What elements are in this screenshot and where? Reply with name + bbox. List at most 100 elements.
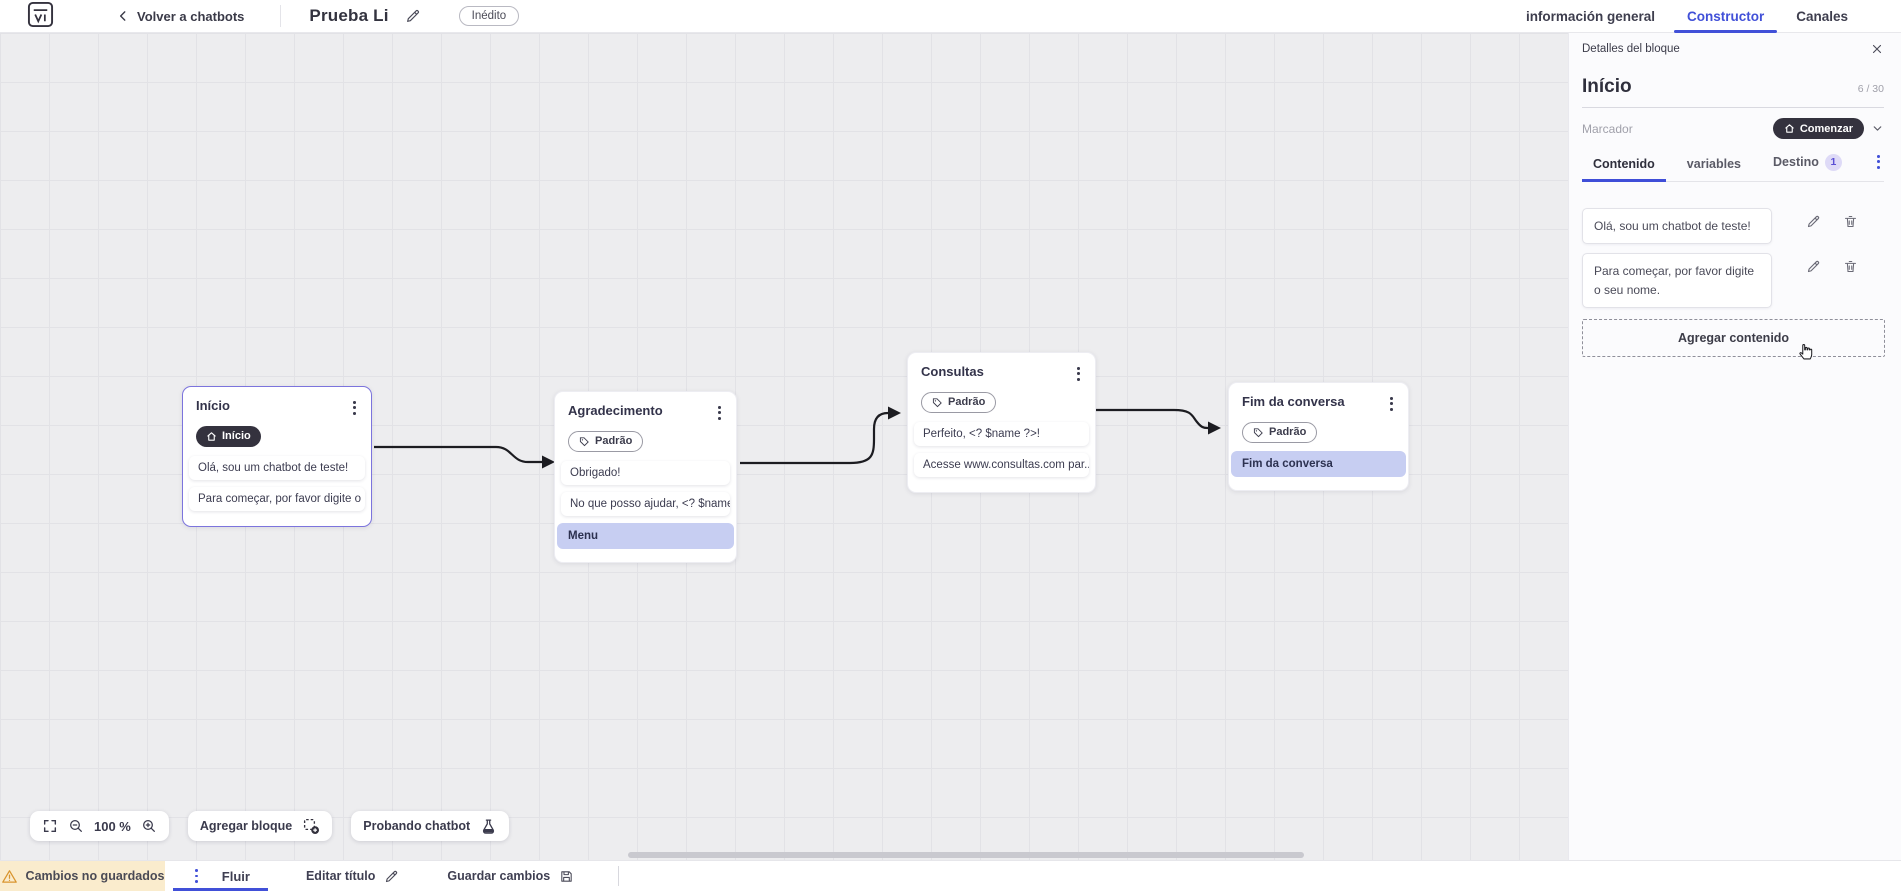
zoom-out-icon[interactable] — [68, 818, 84, 834]
tab-variables[interactable]: variables — [1676, 157, 1752, 181]
tab-label: variables — [1686, 156, 1742, 171]
block-menu-icon[interactable] — [1073, 364, 1084, 384]
home-icon — [206, 431, 217, 442]
block-menu-icon[interactable] — [714, 403, 725, 423]
block-message-item[interactable]: No que posso ajudar, <? $name ... — [561, 491, 730, 516]
tag-icon — [932, 397, 943, 408]
unsaved-changes-chip: Cambios no guardados — [0, 861, 165, 891]
add-block-icon — [302, 817, 320, 835]
block-message-item[interactable]: Para começar, por favor digite o ... — [189, 486, 365, 511]
block-marker-badge: Padrão — [921, 391, 997, 413]
chevron-down-icon[interactable] — [1871, 122, 1884, 135]
add-block-label: Agregar bloque — [199, 819, 293, 833]
block-title: Agradecimento — [568, 403, 663, 418]
block-menu-item[interactable]: Menu — [557, 522, 734, 549]
unsaved-changes-label: Cambios no guardados — [25, 869, 165, 883]
block-marker-badge: Padrão — [568, 430, 644, 452]
panel-menu-icon[interactable] — [1873, 152, 1884, 172]
edit-pencil-icon — [384, 869, 399, 884]
save-changes-button[interactable]: Guardar cambios — [447, 861, 574, 891]
block-marker-badge: Padrão — [1242, 421, 1318, 443]
tab-label: Contenido — [1593, 156, 1655, 171]
block-marker-badge: Início — [196, 425, 261, 447]
badge-label: Padrão — [1269, 426, 1307, 439]
flow-block-fim-da-conversa[interactable]: Fim da conversa Padrão Fim da conversa — [1228, 382, 1409, 491]
block-menu-icon[interactable] — [349, 398, 360, 418]
home-icon — [1784, 123, 1795, 134]
status-badge: Inédito — [458, 6, 520, 26]
marker-label: Marcador — [1582, 121, 1633, 136]
block-name-field[interactable]: Início 6 / 30 — [1582, 76, 1884, 108]
fullscreen-icon[interactable] — [42, 818, 58, 834]
tab-contenido[interactable]: Contenido — [1582, 156, 1666, 182]
save-floppy-icon — [559, 869, 574, 884]
block-details-panel: Detalles del bloque Início 6 / 30 Marcad… — [1568, 33, 1901, 860]
zoom-in-icon[interactable] — [141, 818, 157, 834]
zoom-level: 100 % — [94, 818, 131, 834]
add-block-button[interactable]: Agregar bloque — [187, 811, 333, 841]
block-message-item[interactable]: Obrigado! — [561, 460, 730, 485]
tag-icon — [579, 436, 590, 447]
content-item[interactable]: Para começar, por favor digite o seu nom… — [1582, 253, 1772, 309]
bottombar: Cambios no guardados Fluir Editar título… — [0, 860, 1901, 891]
flask-icon — [480, 818, 497, 835]
canvas-horizontal-scrollbar[interactable] — [628, 852, 1304, 858]
block-title: Fim da conversa — [1242, 394, 1345, 409]
block-menu-icon[interactable] — [1386, 394, 1397, 414]
save-changes-label: Guardar cambios — [447, 869, 551, 883]
tab-constructor[interactable]: Constructor — [1673, 0, 1778, 33]
test-chatbot-button[interactable]: Probando chatbot — [351, 811, 510, 841]
char-counter: 6 / 30 — [1857, 83, 1884, 95]
app-logo-icon — [27, 1, 54, 28]
edit-title-button[interactable]: Editar título — [306, 861, 399, 891]
bottombar-divider — [618, 866, 620, 886]
badge-label: Padrão — [595, 435, 633, 448]
flow-tab-label: Fluir — [221, 868, 250, 884]
back-chevron-icon — [116, 9, 130, 23]
block-message-item[interactable]: Perfeito, <? $name ?>! — [914, 421, 1089, 446]
tab-destino[interactable]: Destino 1 — [1762, 153, 1853, 181]
panel-title: Detalles del bloque — [1582, 43, 1680, 55]
trash-icon[interactable] — [1843, 259, 1858, 274]
tab-informacion-general[interactable]: información general — [1525, 8, 1655, 24]
marker-value-pill[interactable]: Comenzar — [1772, 118, 1864, 139]
flow-tab-menu-icon[interactable] — [191, 866, 202, 886]
main-tabs: información general Constructor Canales — [1513, 0, 1901, 33]
tag-icon — [1253, 427, 1264, 438]
block-message-item[interactable]: Acesse www.consultas.com par... — [914, 452, 1089, 477]
close-icon[interactable] — [1870, 42, 1884, 56]
destino-count-badge: 1 — [1824, 153, 1842, 171]
marker-value-label: Comenzar — [1799, 122, 1853, 135]
flow-block-inicio[interactable]: Início Início Olá, sou um chatbot de tes… — [182, 386, 372, 527]
edit-title-pencil-icon[interactable] — [405, 8, 421, 24]
tab-label: Destino — [1773, 155, 1819, 170]
topbar-divider — [280, 5, 282, 27]
badge-label: Padrão — [948, 396, 986, 409]
flow-canvas[interactable]: Início Início Olá, sou um chatbot de tes… — [0, 33, 1568, 860]
edit-title-label: Editar título — [305, 869, 376, 883]
test-chatbot-label: Probando chatbot — [363, 819, 471, 833]
block-name-value: Início — [1582, 76, 1632, 97]
warning-triangle-icon — [1, 868, 18, 885]
back-label: Volver a chatbots — [137, 8, 245, 24]
block-title: Início — [196, 398, 230, 413]
flow-tab[interactable]: Fluir — [173, 861, 268, 891]
back-to-chatbots-button[interactable]: Volver a chatbots — [116, 9, 244, 24]
block-title: Consultas — [921, 364, 984, 379]
tab-canales[interactable]: Canales — [1796, 8, 1848, 24]
flow-block-agradecimento[interactable]: Agradecimento Padrão Obrigado! No que po… — [554, 391, 737, 563]
canvas-toolbar: 100 % Agregar bloque Probando chatbot — [30, 811, 510, 841]
edit-pencil-icon[interactable] — [1806, 259, 1821, 274]
topbar: Volver a chatbots Prueba Li Inédito info… — [0, 0, 1901, 33]
panel-tabs: Contenido variables Destino 1 — [1582, 152, 1884, 182]
add-content-button[interactable]: Agregar contenido — [1582, 319, 1885, 358]
content-item[interactable]: Olá, sou um chatbot de teste! — [1582, 207, 1772, 245]
badge-label: Início — [222, 430, 251, 443]
trash-icon[interactable] — [1843, 214, 1858, 229]
flow-block-consultas[interactable]: Consultas Padrão Perfeito, <? $name ?>! … — [907, 352, 1096, 493]
edit-pencil-icon[interactable] — [1806, 214, 1821, 229]
block-message-item[interactable]: Olá, sou um chatbot de teste! — [189, 455, 365, 480]
hand-cursor — [1795, 338, 1817, 362]
zoom-controls: 100 % — [30, 811, 169, 841]
block-end-item[interactable]: Fim da conversa — [1231, 450, 1406, 477]
